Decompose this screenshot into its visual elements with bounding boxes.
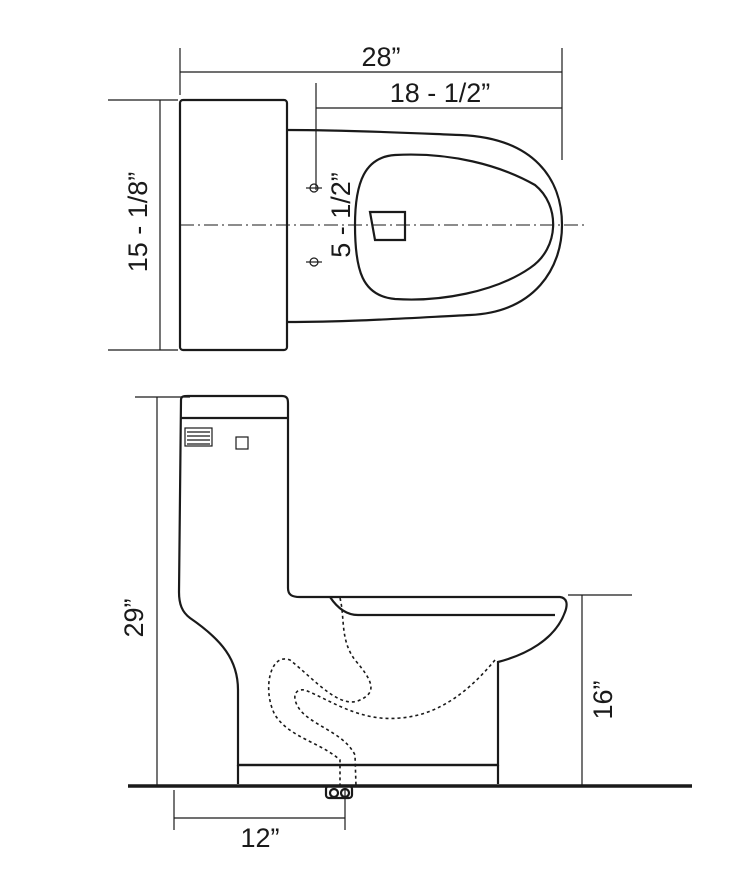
side-view: 29” 16” 12” — [119, 394, 692, 853]
total-length-dimension: 28” — [179, 42, 563, 160]
top-view: 28” 18 - 1/2” 15 - 1/8” — [108, 42, 585, 352]
tank-width-dimension: 15 - 1/8” — [108, 99, 178, 351]
seat-line — [329, 596, 555, 617]
bowl-outline — [286, 128, 564, 324]
bowl-length-dimension: 18 - 1/2” — [315, 78, 562, 190]
seat-mounting-holes — [306, 183, 322, 267]
drain-opening — [368, 210, 407, 242]
flush-button — [235, 436, 249, 450]
seat-height-label: 16” — [588, 680, 618, 719]
tank-width-label: 15 - 1/8” — [123, 172, 153, 273]
trapway — [267, 597, 372, 786]
total-height-label: 29” — [119, 598, 149, 637]
bowl-length-label: 18 - 1/2” — [390, 78, 491, 108]
seat-height-dimension: 16” — [568, 594, 632, 785]
outlet-flange — [324, 784, 354, 800]
rough-in-dimension: 12” — [173, 790, 346, 853]
mounting-spacing-label: 5 - 1/2” — [326, 172, 356, 258]
rough-in-label: 12” — [240, 823, 279, 853]
vent-icon — [184, 427, 213, 447]
bowl-rim — [353, 153, 555, 301]
trapway-inner — [294, 659, 496, 787]
toilet-body — [177, 394, 568, 767]
total-length-label: 28” — [361, 42, 400, 72]
